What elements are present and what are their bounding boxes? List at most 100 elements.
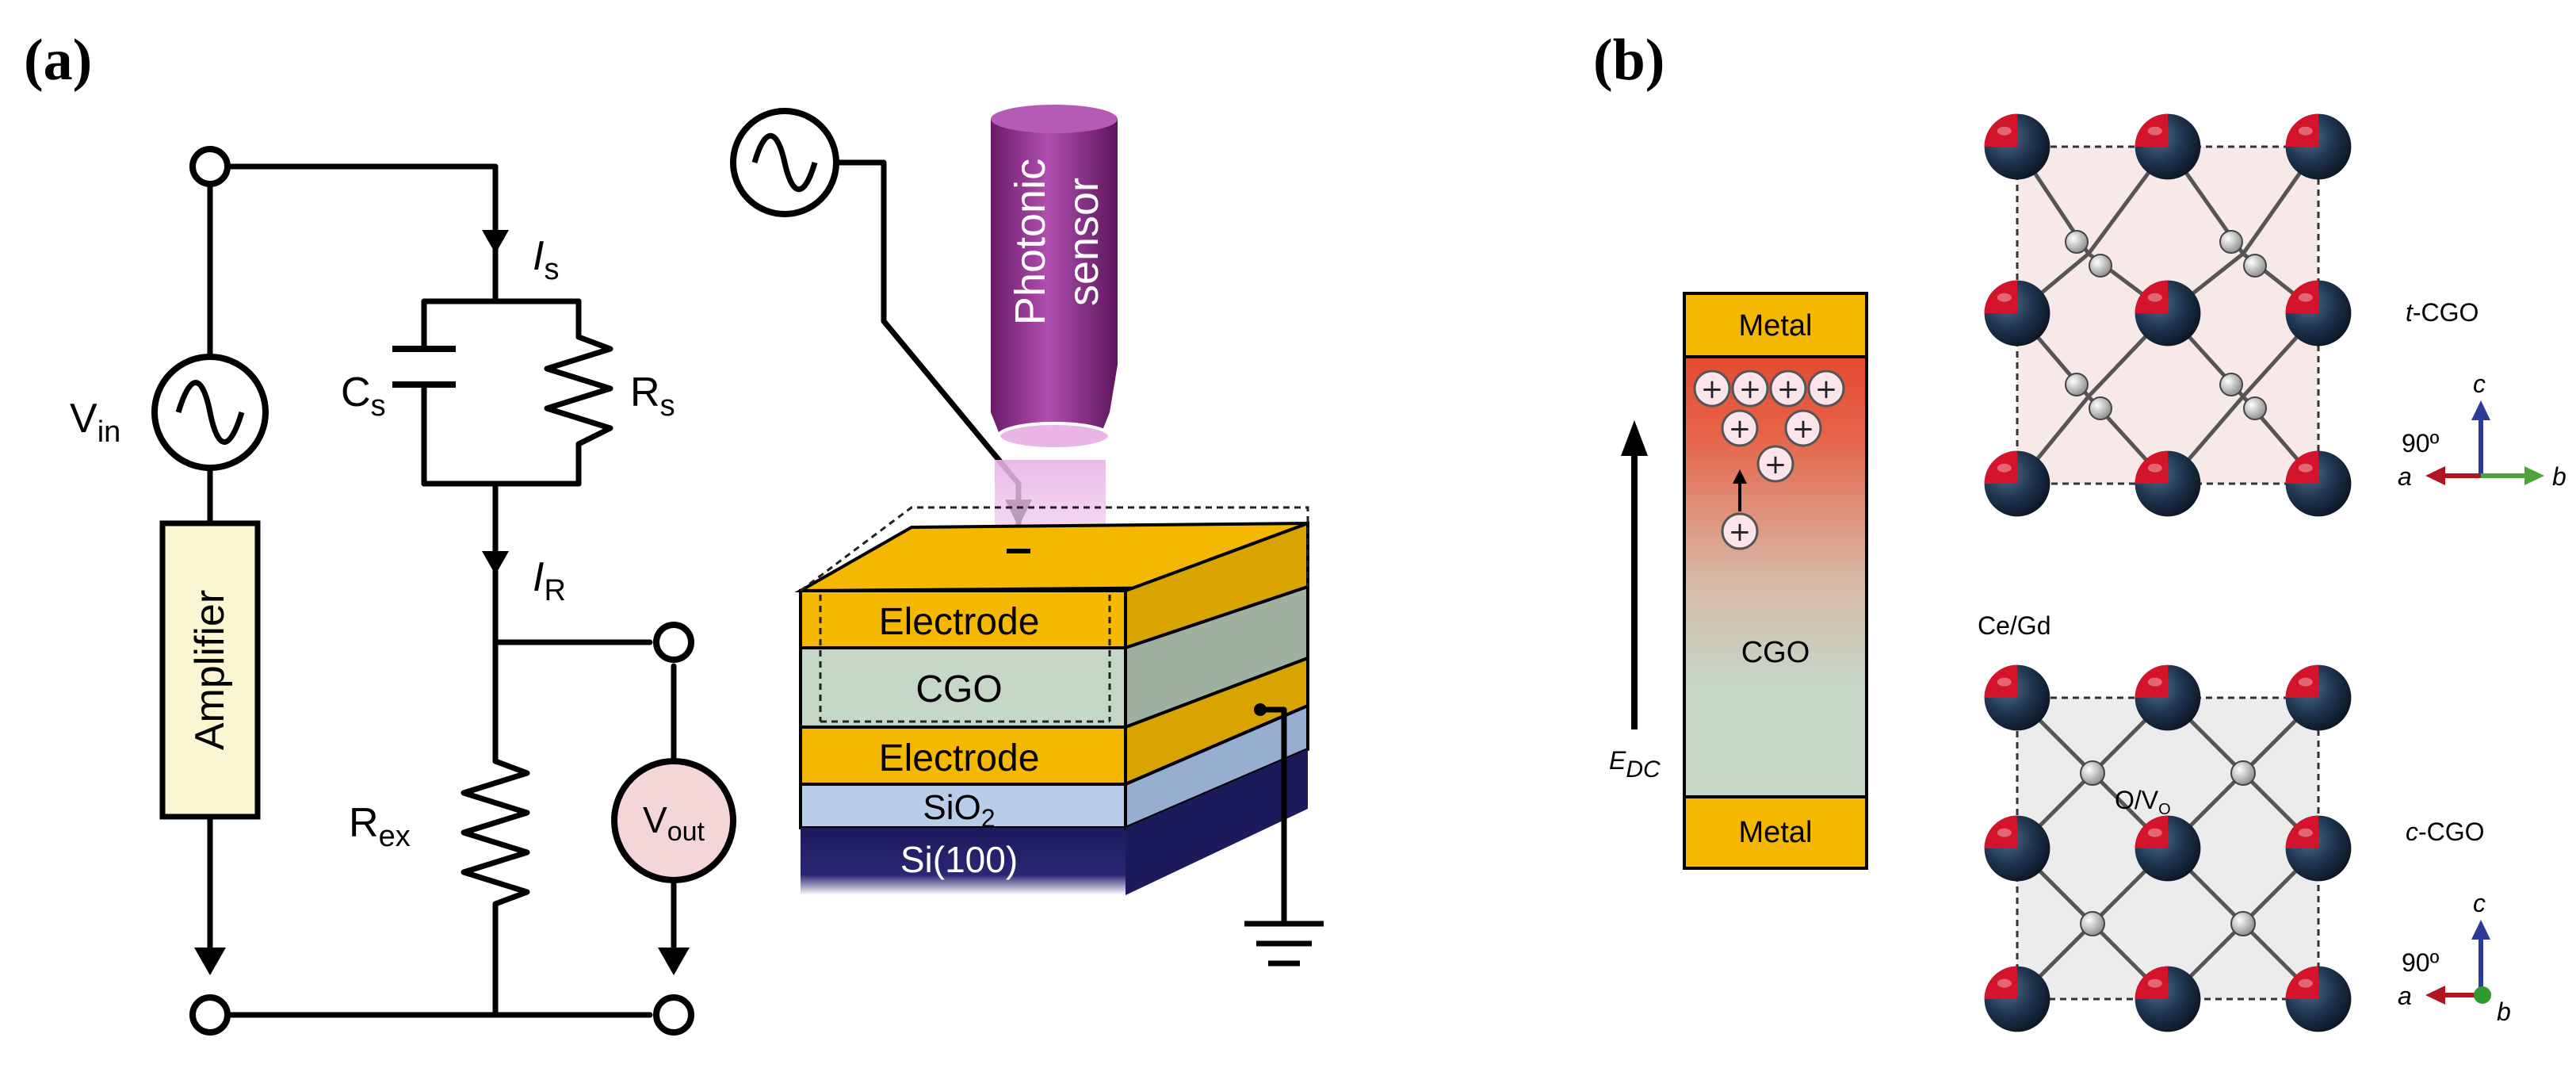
cation-site xyxy=(2285,966,2352,1032)
svg-text:Rs: Rs xyxy=(630,369,675,423)
layer-sio2: SiO xyxy=(923,788,980,827)
layer-cgo: CGO xyxy=(915,668,1002,710)
c-cgo-lattice xyxy=(1984,664,2352,1032)
cation-site xyxy=(1984,664,2050,731)
ion xyxy=(1769,369,1807,408)
photonic-sensor: Photonic sensor xyxy=(991,105,1118,562)
cation-site xyxy=(2285,113,2352,180)
svg-text:Vout: Vout xyxy=(643,799,705,847)
cation-site xyxy=(2135,113,2201,180)
bar-cgo: CGO xyxy=(1741,636,1810,669)
ion-symbol: + xyxy=(1729,413,1752,445)
svg-text:O/VO: O/VO xyxy=(2115,786,2171,818)
cation-site xyxy=(1984,966,2050,1032)
oxygen-site xyxy=(2089,396,2112,420)
capacitor-cs xyxy=(392,346,456,388)
rex-label: R xyxy=(349,800,379,846)
panel-a-label: (a) xyxy=(24,28,92,93)
cation-site xyxy=(2285,280,2352,346)
amplifier-output-arrow xyxy=(194,948,226,975)
svg-text:SiO2: SiO2 xyxy=(923,788,995,833)
svg-text:EDC: EDC xyxy=(1609,746,1661,783)
amplifier-label: Amplifier xyxy=(187,590,233,750)
cation-site xyxy=(2135,815,2201,882)
svg-text:t-CGO: t-CGO xyxy=(2406,298,2479,327)
t-axis-angle: 90º xyxy=(2402,429,2440,458)
ion-symbol: + xyxy=(1764,449,1787,480)
oxygen-site xyxy=(2089,254,2112,278)
panel-b-label: (b) xyxy=(1593,28,1664,93)
ion xyxy=(1721,512,1759,550)
field-arrow xyxy=(1621,420,1648,729)
t-axis-c: c xyxy=(2473,369,2486,398)
terminal-out-top xyxy=(653,622,694,663)
t-axes xyxy=(2425,400,2544,485)
svg-text:Vin: Vin xyxy=(70,396,120,449)
ion-symbol: + xyxy=(1792,413,1815,445)
ion xyxy=(1721,409,1759,447)
circuit-wires xyxy=(207,163,677,1018)
cation-site xyxy=(2285,815,2352,882)
cation-site xyxy=(2285,664,2352,731)
ir-label: I xyxy=(533,554,544,600)
ion-symbol: + xyxy=(1777,373,1800,405)
is-sub: s xyxy=(544,253,559,286)
svg-text:Rex: Rex xyxy=(349,800,411,853)
oxygen-site xyxy=(2219,230,2243,254)
oxygen-site xyxy=(2065,373,2089,396)
resistor-rs xyxy=(544,334,613,447)
current-arrow-is xyxy=(482,230,509,254)
ion xyxy=(1731,369,1769,408)
field-label: E xyxy=(1609,746,1626,775)
ion xyxy=(1784,409,1822,447)
layer-bottom-electrode: Electrode xyxy=(879,737,1040,779)
oxygen-site xyxy=(2219,373,2243,396)
oxygen-site xyxy=(2080,911,2105,936)
ac-source-vin xyxy=(151,354,269,471)
c-axis-angle: 90º xyxy=(2402,948,2440,977)
vout-meter: Vout xyxy=(611,758,736,883)
t-phase-prefix: t xyxy=(2406,298,2414,327)
c-axis-b: b xyxy=(2497,997,2511,1026)
layer-top-electrode: Electrode xyxy=(879,601,1040,643)
cs-label: C xyxy=(341,369,371,415)
device-ac-source xyxy=(730,108,839,217)
cation-site xyxy=(1984,815,2050,882)
device-stack xyxy=(794,506,1324,967)
c-axis-c: c xyxy=(2473,889,2486,917)
rs-label: R xyxy=(630,369,660,415)
bar-top-metal: Metal xyxy=(1739,309,1813,343)
terminal-out-bottom xyxy=(653,994,694,1036)
oxygen-site xyxy=(2243,396,2267,420)
svg-text:c-CGO: c-CGO xyxy=(2406,817,2485,846)
terminal-in-top xyxy=(189,146,231,187)
svg-text:Cs: Cs xyxy=(341,369,386,423)
svg-text:IR: IR xyxy=(533,554,566,607)
cation-site xyxy=(2135,280,2201,346)
vin-label: V xyxy=(70,396,97,442)
oxygen-site xyxy=(2243,254,2267,278)
site-ce-label: Ce/Gd xyxy=(1978,611,2050,640)
current-arrow-ir xyxy=(482,551,509,575)
oxygen-vacancy-ions: + + + + + + + + xyxy=(1693,369,1845,550)
cation-site xyxy=(1984,450,2050,517)
svg-text:Is: Is xyxy=(533,233,559,286)
cs-sub: s xyxy=(371,389,386,423)
cation-site xyxy=(2285,450,2352,517)
vout-arrow xyxy=(658,948,690,975)
amplifier-box: Amplifier xyxy=(159,520,261,820)
cation-site xyxy=(2135,664,2201,731)
t-axis-a: a xyxy=(2398,462,2412,491)
cation-site xyxy=(1984,280,2050,346)
vout-label: V xyxy=(643,799,667,840)
c-axes xyxy=(2425,920,2491,1005)
site-o-sub: O xyxy=(2158,801,2171,818)
cation-site xyxy=(2135,450,2201,517)
ion xyxy=(1807,369,1845,408)
cation-site xyxy=(2135,966,2201,1032)
ion xyxy=(1693,369,1731,408)
terminal-in-bottom xyxy=(189,994,231,1036)
bar-bottom-metal: Metal xyxy=(1739,816,1813,849)
oxygen-site xyxy=(2080,760,2105,786)
